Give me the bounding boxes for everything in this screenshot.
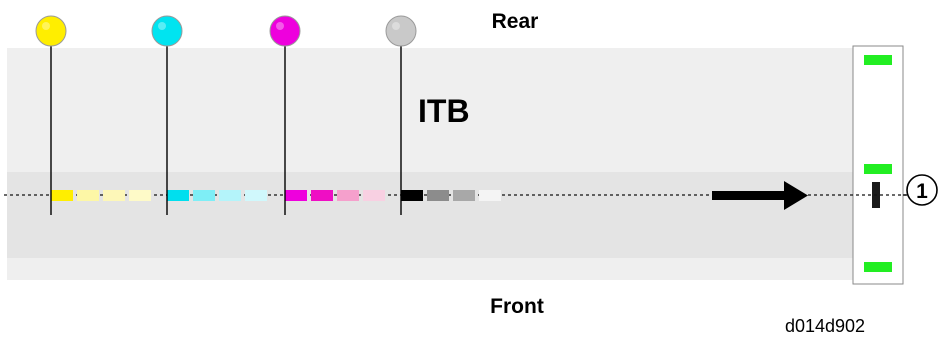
front-label: Front: [490, 295, 544, 318]
magenta-marker-bulb: [269, 15, 301, 47]
rear-label: Rear: [492, 10, 539, 33]
yellow-marker-bulb: [35, 15, 67, 47]
yellow-patch: [129, 190, 151, 201]
magenta-patch: [285, 190, 307, 201]
sensor-mark-top: [864, 55, 892, 65]
callout-circle: [906, 174, 938, 206]
cyan-bulb-highlight: [158, 22, 166, 30]
yellow-patch: [77, 190, 99, 201]
yellow-patch: [51, 190, 73, 201]
color-channels: [35, 15, 501, 215]
cyan-patch: [193, 190, 215, 201]
belt-direction-arrow: [712, 181, 808, 210]
figure-id: d014d902: [785, 316, 865, 336]
itb-belt-band: [7, 172, 853, 258]
black-channel: [385, 15, 501, 215]
magenta-patch: [337, 190, 359, 201]
magenta-patch: [311, 190, 333, 201]
sensor-mark-middle: [864, 164, 892, 174]
itb-label: ITB: [418, 93, 470, 129]
black-bulb-highlight: [392, 22, 400, 30]
magenta-patch: [363, 190, 385, 201]
black-patch: [453, 190, 475, 201]
yellow-bulb-highlight: [42, 22, 50, 30]
black-patch: [479, 190, 501, 201]
cyan-channel: [151, 15, 267, 215]
sensor-mark-bottom: [864, 262, 892, 272]
black-patch: [427, 190, 449, 201]
cyan-patch: [219, 190, 241, 201]
callout-number: 1: [916, 180, 928, 203]
cyan-patch: [245, 190, 267, 201]
magenta-bulb-highlight: [276, 22, 284, 30]
black-patch: [401, 190, 423, 201]
yellow-patch: [103, 190, 125, 201]
cyan-patch: [167, 190, 189, 201]
magenta-channel: [269, 15, 385, 215]
yellow-channel: [35, 15, 151, 215]
cyan-marker-bulb: [151, 15, 183, 47]
black-marker-bulb: [385, 15, 417, 47]
